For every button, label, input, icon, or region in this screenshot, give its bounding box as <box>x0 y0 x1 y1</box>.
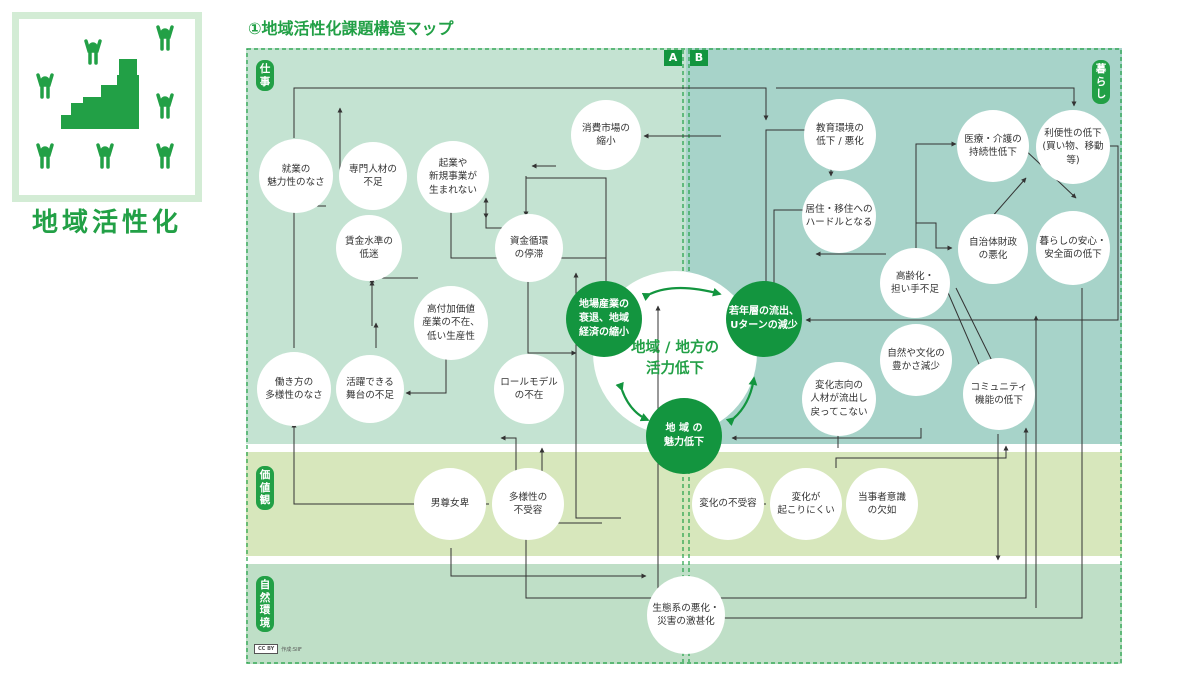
region-a-tag: A <box>664 50 682 66</box>
band-label-living: 暮らし <box>1092 60 1110 104</box>
core-node-appeal-decline: 地 域 の 魅力低下 <box>646 398 722 474</box>
node-talent-shortage: 専門人材の 不足 <box>339 142 407 210</box>
node-ecosystem-disaster: 生態系の悪化・ 災害の激甚化 <box>647 576 725 654</box>
core-node-youth-outflow: 若年層の流出、 Uターンの減少 <box>726 281 802 357</box>
node-male-preference: 男尊女卑 <box>414 468 486 540</box>
node-capital-stagnation: 資金循環 の停滞 <box>495 214 563 282</box>
node-residence-hurdle: 居住・移住への ハードルとなる <box>802 179 876 253</box>
node-wage-stagnation: 賃金水準の 低迷 <box>336 215 402 281</box>
node-work-style: 働き方の 多様性のなさ <box>257 352 331 426</box>
center-title: 地域 / 地方の 活力低下 <box>631 340 719 378</box>
core-node-industry-decline: 地場産業の 衰退、地域 経済の縮小 <box>566 281 642 357</box>
node-change-talent-outflow: 変化志向の 人材が流出し 戻ってこない <box>802 362 876 436</box>
node-education: 教育環境の 低下 / 悪化 <box>804 99 876 171</box>
band-label-work: 仕事 <box>256 60 274 92</box>
node-living-safety: 暮らしの安心・ 安全面の低下 <box>1036 211 1110 285</box>
band-label-nature: 自然環境 <box>256 576 274 633</box>
node-consumer-market: 消費市場の 縮小 <box>571 100 641 170</box>
credit-author: 作成:SIIF <box>281 646 302 653</box>
people-raising-arms-on-stairs-icon <box>36 25 174 169</box>
node-stage-shortage: 活躍できる 舞台の不足 <box>336 355 404 423</box>
band-label-values: 価値観 <box>256 466 274 510</box>
node-no-role-model: ロールモデル の不在 <box>494 354 564 424</box>
issue-structure-map: A B 仕事 暮らし 価値観 自然環境 地域 / 地方の 活力低下 地場産業の … <box>246 48 1122 664</box>
cc-license-badge: CC BY <box>254 644 279 654</box>
node-convenience: 利便性の低下 (買い物、移動等) <box>1036 110 1110 184</box>
region-b-tag: B <box>690 50 708 66</box>
node-job-appeal: 就業の 魅力性のなさ <box>259 139 333 213</box>
credit: CC BY 作成:SIIF <box>254 644 302 654</box>
node-diversity-rejection: 多様性の 不受容 <box>492 468 564 540</box>
node-low-productivity: 高付加価値 産業の不在、 低い生産性 <box>414 286 488 360</box>
node-no-startups: 起業や 新規事業が 生まれない <box>417 141 489 213</box>
logo <box>12 12 202 202</box>
node-hard-to-change: 変化が 起こりにくい <box>770 468 842 540</box>
logo-caption: 地域活性化 <box>31 208 182 238</box>
node-community: コミュニティ 機能の低下 <box>963 358 1035 430</box>
page-title: ①地域活性化課題構造マップ <box>248 19 454 38</box>
node-municipal-finance: 自治体財政 の悪化 <box>958 214 1028 284</box>
node-aging: 高齢化・ 担い手不足 <box>880 248 950 318</box>
node-change-rejection: 変化の不受容 <box>692 468 764 540</box>
node-nature-culture: 自然や文化の 豊かさ減少 <box>880 324 952 396</box>
node-lack-of-ownership: 当事者意識 の欠如 <box>846 468 918 540</box>
node-medical-care: 医療・介護の 持続性低下 <box>957 110 1029 182</box>
